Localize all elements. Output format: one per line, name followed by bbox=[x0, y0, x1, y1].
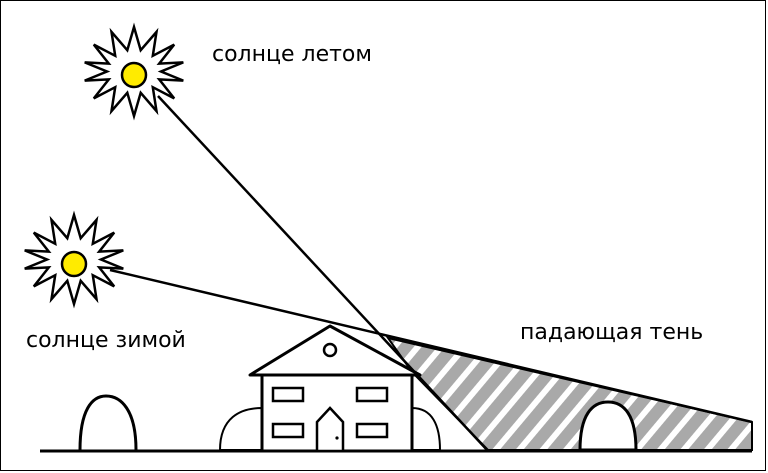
tree-right bbox=[578, 400, 638, 452]
window-bottom-left bbox=[271, 422, 305, 439]
cast-shadow-area bbox=[385, 336, 753, 451]
winter-sun-disc bbox=[60, 250, 88, 278]
tree-left bbox=[78, 394, 138, 451]
bush-right-of-house bbox=[411, 406, 442, 451]
door-knob bbox=[335, 436, 339, 440]
bush-left-of-house bbox=[218, 406, 263, 451]
summer-sun-ray bbox=[157, 95, 489, 452]
attic-window bbox=[322, 342, 338, 358]
window-bottom-right bbox=[355, 422, 389, 439]
winter-sun-ray bbox=[109, 268, 753, 424]
house bbox=[248, 324, 422, 453]
house-door bbox=[315, 406, 345, 453]
summer-sun-disc bbox=[120, 61, 148, 89]
summer-sun-icon bbox=[84, 22, 184, 121]
window-top-right bbox=[355, 386, 389, 403]
winter-sun-icon bbox=[24, 210, 124, 309]
shadow-label: падающая тень bbox=[520, 320, 704, 345]
window-top-left bbox=[271, 386, 305, 403]
winter-sun-label: солнце зимой bbox=[26, 328, 186, 353]
summer-sun-label: солнце летом bbox=[212, 42, 372, 67]
